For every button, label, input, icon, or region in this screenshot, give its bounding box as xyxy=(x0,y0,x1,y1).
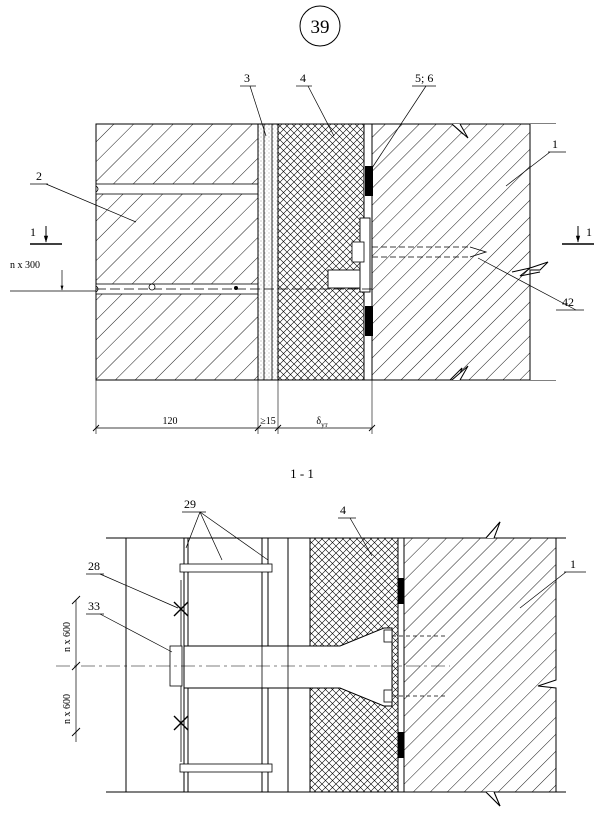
top-view: 3 4 5; 6 1 2 42 1 1 n x 300 xyxy=(10,71,594,434)
dim-brick-width: 120 xyxy=(163,416,178,427)
tie-rod xyxy=(179,563,273,573)
callout-insulation: 4 xyxy=(300,71,306,85)
callout-brick: 2 xyxy=(36,169,42,183)
dim-gap-width: ≥15 xyxy=(260,416,276,427)
brick-layer xyxy=(95,123,259,381)
pitch-label-300: n x 300 xyxy=(10,260,96,292)
bearing-wall xyxy=(371,123,531,381)
svg-text:39: 39 xyxy=(311,17,330,38)
fixing-block xyxy=(327,269,363,289)
callout-seal: 5; 6 xyxy=(415,71,433,85)
callout-air-gap: 3 xyxy=(244,71,250,85)
svg-text:n x 300: n x 300 xyxy=(10,260,40,271)
dimension-line: 120 ≥15 δут xyxy=(92,380,376,434)
pitch-labels-600: n x 600 n x 600 xyxy=(62,595,81,742)
seal-strip xyxy=(365,306,373,336)
section-bearing-wall xyxy=(403,521,557,807)
section-view: 29 4 1 28 33 n x 600 n x 600 xyxy=(56,497,586,807)
section-mark-left: 1 xyxy=(30,225,62,245)
seal-strip xyxy=(398,732,404,758)
svg-text:1: 1 xyxy=(586,225,592,239)
callout-ties: 29 xyxy=(184,497,196,511)
callout-section-insulation: 4 xyxy=(340,503,346,517)
insulation-layer xyxy=(277,123,365,381)
callout-mesh: 28 xyxy=(88,559,100,573)
svg-text:n x 600: n x 600 xyxy=(62,622,73,652)
mortar-joint xyxy=(95,183,259,195)
svg-text:1: 1 xyxy=(30,225,36,239)
callout-plate: 33 xyxy=(88,599,100,613)
seal-strip xyxy=(365,166,373,196)
section-title: 1 - 1 xyxy=(290,466,314,481)
callout-anchor: 42 xyxy=(562,295,574,309)
callout-section-wall: 1 xyxy=(570,557,576,571)
section-mark-right: 1 xyxy=(562,225,594,245)
air-gap xyxy=(257,123,279,381)
mortar-joint xyxy=(95,283,259,295)
tie-rod xyxy=(179,763,273,773)
page-number: 39 xyxy=(299,5,341,47)
svg-text:n x 600: n x 600 xyxy=(62,694,73,724)
dim-insulation-thickness: δут xyxy=(316,416,327,429)
callout-wall: 1 xyxy=(552,137,558,151)
seal-strip xyxy=(398,578,404,604)
